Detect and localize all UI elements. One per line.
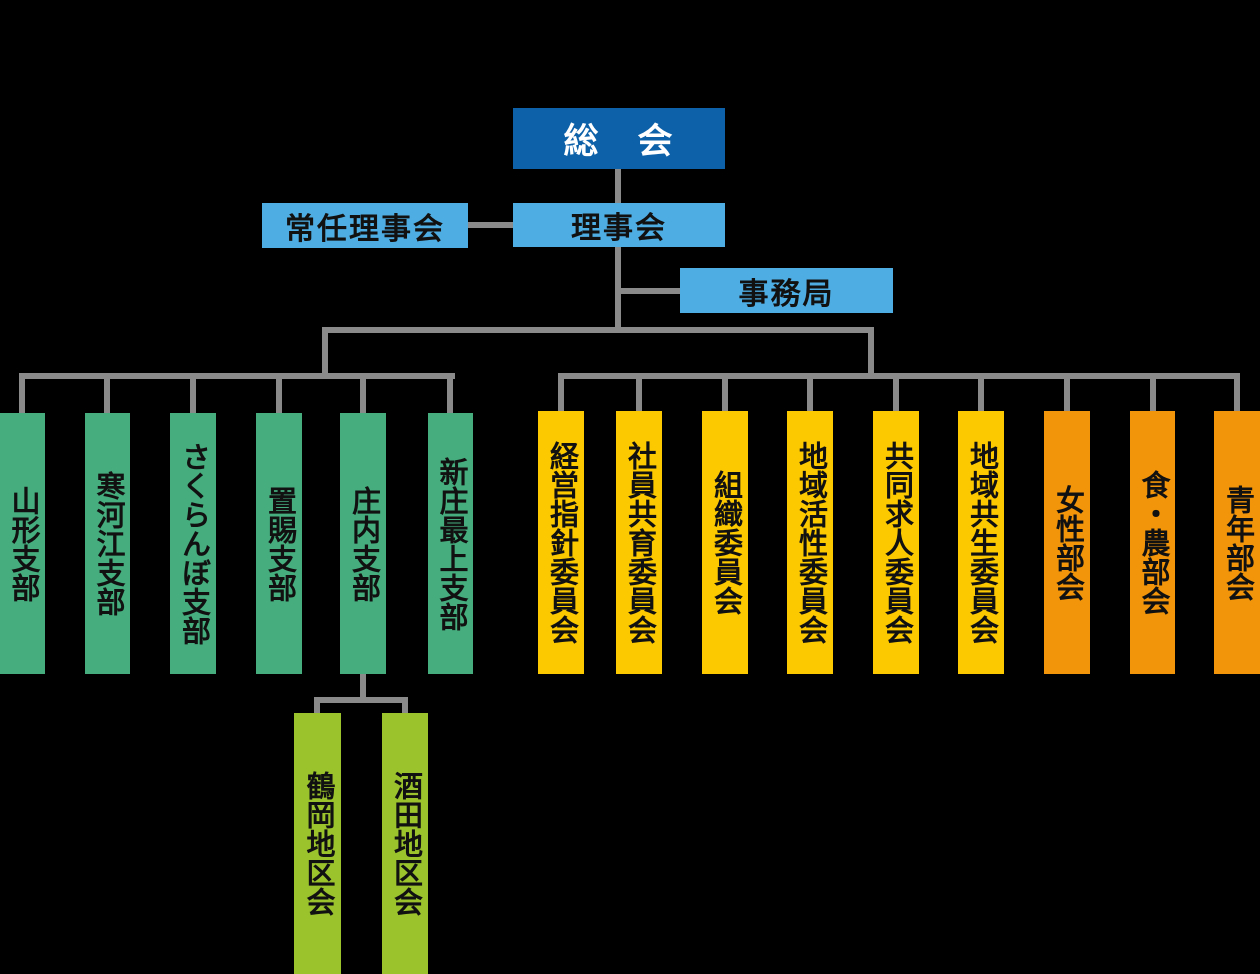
connector-drop-branch-6 <box>447 373 453 413</box>
connector-drop-branch-2 <box>104 373 110 413</box>
node-district-sakata: 酒田地区会 <box>382 713 428 974</box>
node-branch-sakuranbo: さくらんぼ支部 <box>170 413 216 674</box>
connector-drop-committee-2 <box>636 373 642 411</box>
connector-drop-branch-1 <box>19 373 25 413</box>
connector-stem-right <box>868 327 874 379</box>
connector-committees-horizontal <box>558 373 1240 379</box>
node-board: 理事会 <box>513 203 725 247</box>
connector-drop-committee-4 <box>807 373 813 411</box>
node-committee-employee-co-education: 社員共育委員会 <box>616 411 662 674</box>
node-committee-management-policy: 経営指針委員会 <box>538 411 584 674</box>
node-branch-shonai: 庄内支部 <box>340 413 386 674</box>
node-section-food-agriculture: 食・農部会 <box>1130 411 1175 674</box>
node-section-youth: 青年部会 <box>1214 411 1260 674</box>
node-district-tsuruoka: 鶴岡地区会 <box>294 713 341 974</box>
connector-drop-committee-5 <box>893 373 899 411</box>
connector-drop-branch-3 <box>190 373 196 413</box>
connector-drop-section-1 <box>1064 373 1070 411</box>
connector-drop-branch-4 <box>276 373 282 413</box>
connector-drop-committee-3 <box>722 373 728 411</box>
connector-board-secretariat <box>618 288 680 294</box>
node-committee-regional-coexistence: 地域共生委員会 <box>958 411 1004 674</box>
node-branch-yamagata: 山形支部 <box>0 413 45 674</box>
node-branch-okitama: 置賜支部 <box>256 413 302 674</box>
node-committee-organization: 組織委員会 <box>702 411 748 674</box>
connector-drop-section-3 <box>1234 373 1240 411</box>
node-general-meeting: 総 会 <box>513 108 725 169</box>
node-section-women: 女性部会 <box>1044 411 1090 674</box>
node-secretariat: 事務局 <box>680 268 893 313</box>
connector-drop-district-2 <box>402 697 408 713</box>
connector-root-board <box>615 169 621 203</box>
connector-drop-section-2 <box>1150 373 1156 411</box>
node-branch-sagae: 寒河江支部 <box>85 413 130 674</box>
connector-drop-committee-1 <box>558 373 564 411</box>
connector-drop-district-1 <box>314 697 320 713</box>
connector-stem-left <box>322 327 328 379</box>
connector-main-horizontal <box>322 327 874 333</box>
node-committee-regional-vitalization: 地域活性委員会 <box>787 411 833 674</box>
connector-districts-horizontal <box>314 697 408 703</box>
node-branch-shinjo-mogami: 新庄最上支部 <box>428 413 473 674</box>
connector-shonai-districts <box>360 674 366 700</box>
connector-drop-branch-5 <box>360 373 366 413</box>
connector-standing-board <box>468 222 513 228</box>
connector-drop-committee-6 <box>978 373 984 411</box>
node-committee-joint-recruitment: 共同求人委員会 <box>873 411 919 674</box>
node-standing-board: 常任理事会 <box>262 203 468 248</box>
connector-branches-horizontal <box>19 373 455 379</box>
